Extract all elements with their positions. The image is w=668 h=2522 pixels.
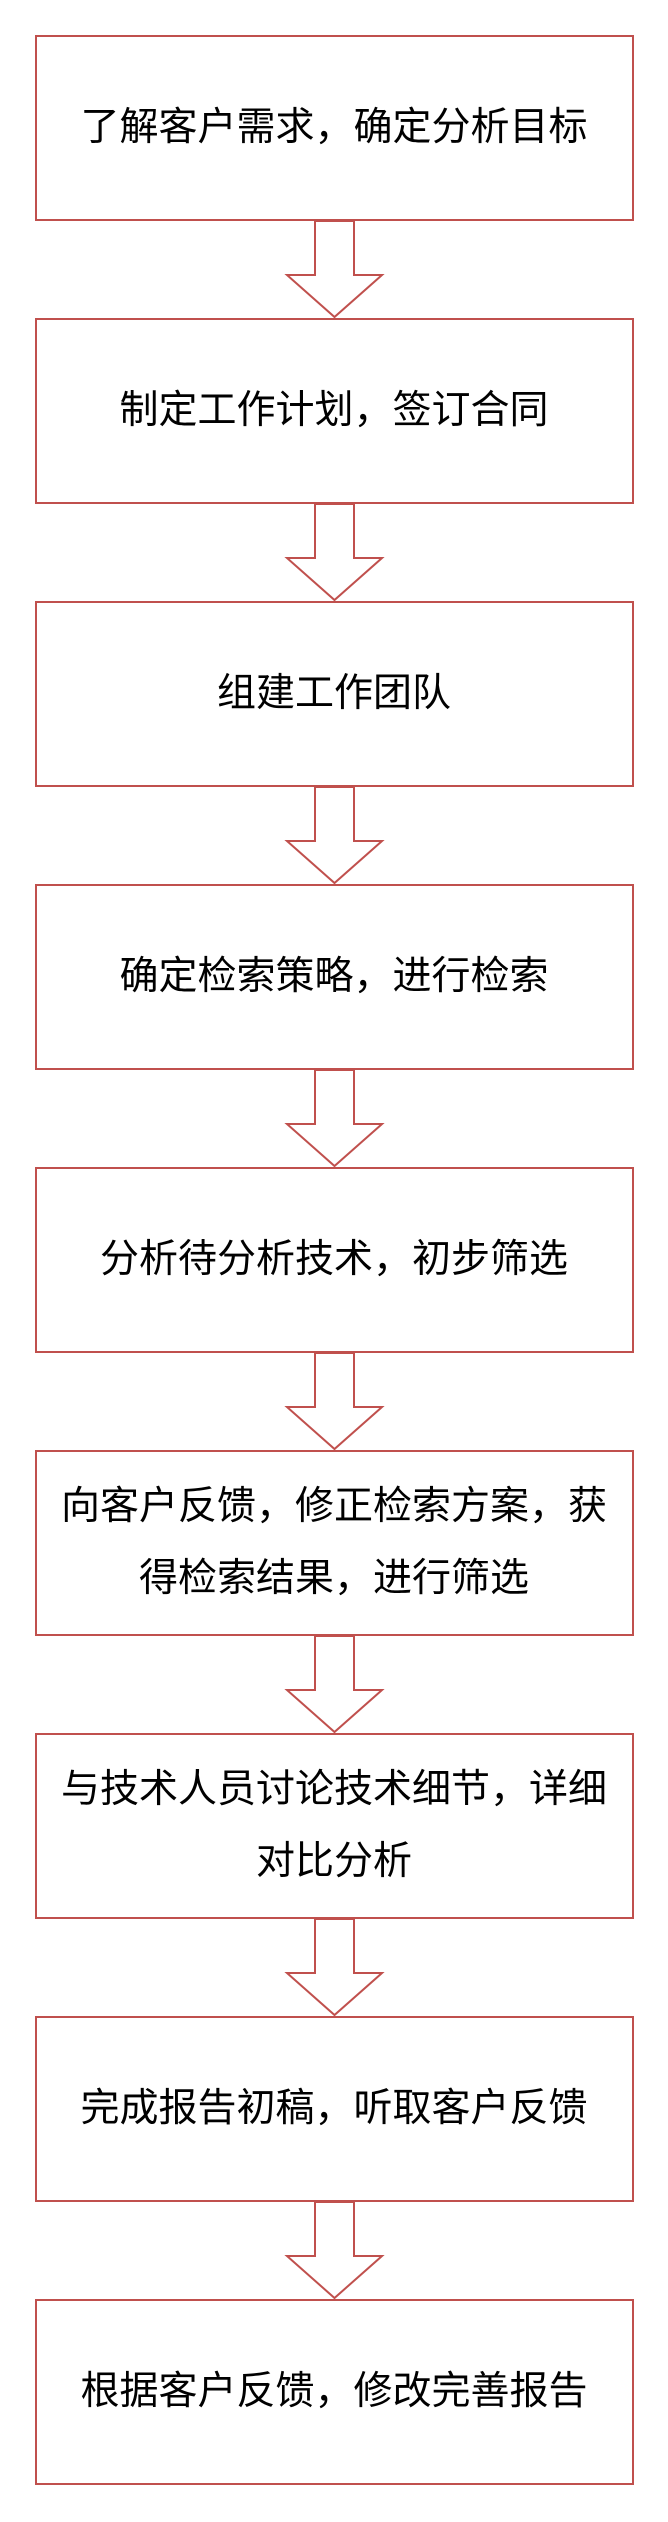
down-arrow-icon	[283, 1635, 385, 1734]
flow-step-2: 制定工作计划，签订合同	[34, 318, 634, 504]
flow-step-text: 完成报告初稿，听取客户反馈	[80, 2086, 588, 2131]
flow-step-6: 向客户反馈，修正检索方案，获得检索结果，进行筛选	[34, 1450, 634, 1636]
down-arrow-icon	[283, 503, 385, 602]
flow-step-text: 分析待分析技术，初步筛选	[99, 1237, 568, 1282]
flow-step-8: 完成报告初稿，听取客户反馈	[34, 2016, 634, 2202]
flow-step-text: 制定工作计划，签订合同	[119, 388, 549, 433]
down-arrow-icon	[283, 786, 385, 885]
flow-step-1: 了解客户需求，确定分析目标	[34, 35, 634, 221]
flow-step-text: 与技术人员讨论技术细节，详细对比分析	[60, 1767, 607, 1884]
flow-step-4: 确定检索策略，进行检索	[34, 884, 634, 1070]
down-arrow-icon	[283, 220, 385, 319]
flow-step-text: 确定检索策略，进行检索	[119, 954, 549, 999]
down-arrow-icon	[283, 2201, 385, 2300]
down-arrow-icon	[283, 1918, 385, 2017]
flow-step-9: 根据客户反馈，修改完善报告	[34, 2299, 634, 2485]
flow-step-7: 与技术人员讨论技术细节，详细对比分析	[34, 1733, 634, 1919]
down-arrow-icon	[283, 1352, 385, 1451]
down-arrow-icon	[283, 1069, 385, 1168]
flow-step-3: 组建工作团队	[34, 601, 634, 787]
flow-step-text: 了解客户需求，确定分析目标	[80, 105, 588, 150]
flow-step-text: 组建工作团队	[216, 671, 451, 716]
flow-step-text: 向客户反馈，修正检索方案，获得检索结果，进行筛选	[60, 1484, 607, 1601]
flow-step-5: 分析待分析技术，初步筛选	[34, 1167, 634, 1353]
flow-step-text: 根据客户反馈，修改完善报告	[80, 2369, 588, 2414]
